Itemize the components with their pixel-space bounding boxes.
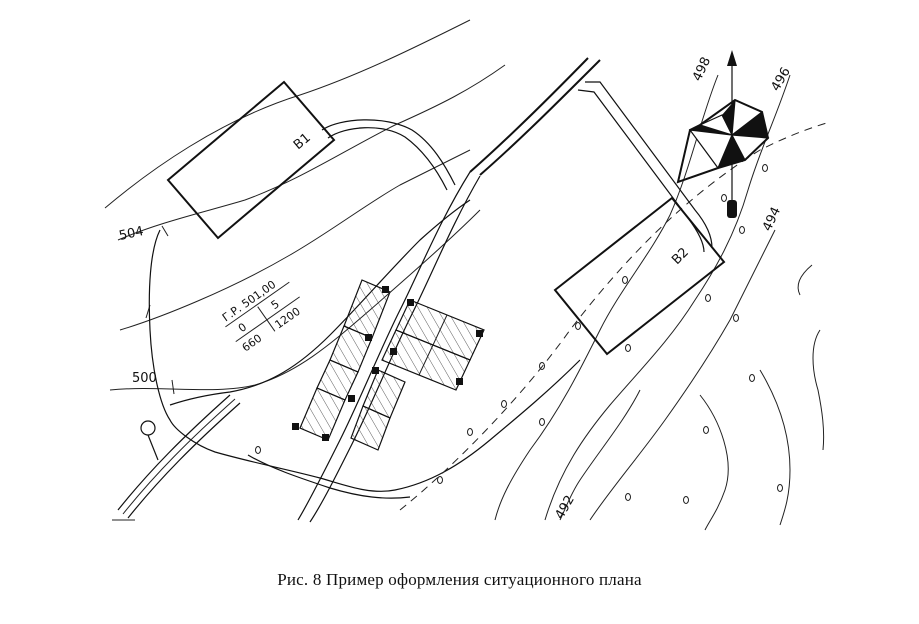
dashed-axis-line [399, 121, 831, 511]
contour-label-496: 496 [768, 65, 793, 94]
contour-label-504: 504 [118, 224, 145, 244]
marker-7 [348, 395, 355, 402]
marker-6 [456, 378, 463, 385]
contour-496 [544, 74, 791, 521]
parking-blocks [292, 279, 485, 451]
contour-label-498: 498 [690, 55, 714, 84]
path-around-b1-outer [321, 119, 456, 186]
benchmark-fraction-line [235, 296, 300, 343]
contour-label-494: 494 [760, 205, 784, 234]
survey-point-icon [140, 420, 159, 461]
marker-4 [365, 334, 372, 341]
contour-label-492: 492 [552, 493, 577, 522]
road-to-b2-top [585, 81, 713, 249]
contour-492 [559, 389, 641, 521]
situational-plan-drawing: В1 В2 [104, 19, 831, 531]
wind-rose-icon [676, 50, 770, 218]
building-b1-outline [166, 80, 336, 240]
contour-lines [104, 19, 825, 531]
marker-9 [322, 434, 329, 441]
inner-roads [297, 57, 713, 523]
benchmark-divider [257, 306, 276, 332]
contour-mid-1 [119, 149, 471, 331]
benchmark-underline [225, 281, 290, 328]
access-road [112, 394, 241, 521]
tick-504 [161, 225, 169, 237]
site-boundary [148, 229, 581, 492]
contour-498 [494, 74, 719, 521]
access-road-edge-2 [127, 402, 241, 519]
marker-10 [372, 367, 379, 374]
main-road-edge-1 [479, 59, 601, 176]
benchmark-label: Г.Р. 501,00 0 5 660 1200 [220, 278, 303, 355]
contour-ticks [145, 225, 175, 395]
benchmark-row1-right: 5 [269, 297, 282, 312]
main-road-edge-2 [469, 57, 589, 173]
contour-right-3 [797, 264, 813, 296]
contour-504 [117, 64, 506, 241]
contour-right-1 [699, 394, 729, 531]
marker-3 [476, 330, 483, 337]
building-b2: В2 [553, 196, 726, 356]
contour-label-500: 500 [132, 371, 157, 386]
marker-1 [382, 286, 389, 293]
main-road-continuation-1 [297, 171, 471, 521]
access-road-edge-1 [117, 394, 231, 511]
parking-divider-1 [418, 314, 448, 376]
benchmark-row1-left: 0 [236, 320, 249, 335]
parking-cell-8 [350, 405, 391, 451]
access-road-center [122, 398, 236, 515]
path-around-b1-inner [327, 127, 448, 191]
tree-points [255, 164, 783, 504]
site-boundary-inner [169, 199, 471, 406]
building-b2-label: В2 [669, 245, 692, 268]
marker-2 [407, 299, 414, 306]
north-arrow-head [727, 50, 737, 66]
building-b1-label: В1 [291, 131, 314, 154]
contour-494 [589, 229, 776, 521]
figure-caption: Рис. 8 Пример оформления ситуационного п… [277, 570, 642, 589]
contour-right-2 [759, 369, 791, 526]
marker-8 [292, 423, 299, 430]
benchmark-row2-left: 660 [240, 332, 265, 355]
marker-5 [390, 348, 397, 355]
building-b2-outline [553, 196, 726, 356]
north-arrow-base [727, 200, 737, 218]
tick-500 [171, 379, 175, 395]
contour-right-4 [812, 329, 825, 451]
plan-svg: В1 В2 [104, 19, 831, 531]
contour-500 [109, 209, 481, 391]
road-to-b2-inner [577, 89, 705, 253]
contour-top-left-1 [104, 19, 471, 209]
